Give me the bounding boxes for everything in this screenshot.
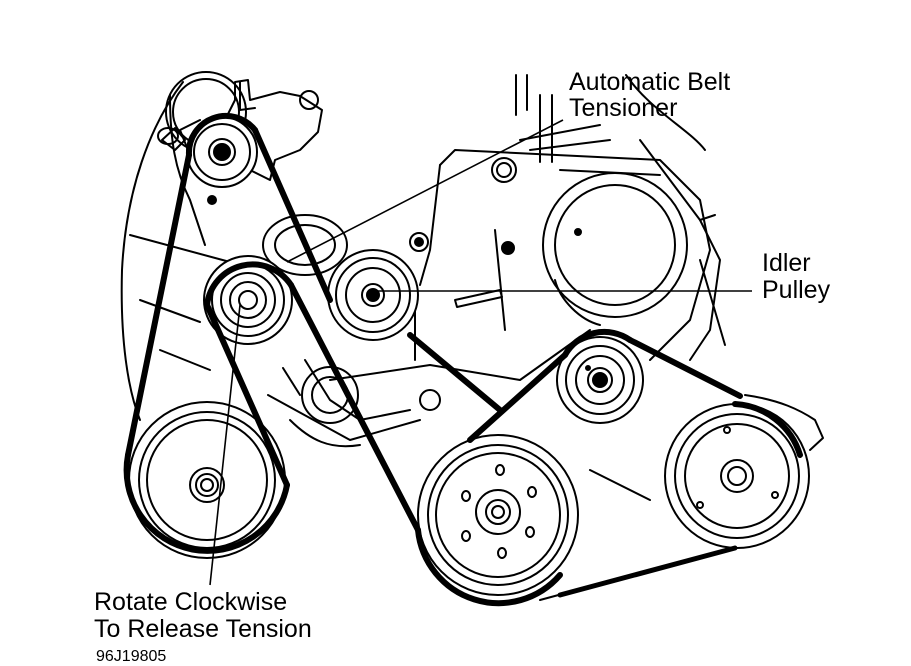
idler-label-line1: Idler [762,249,811,277]
idler-label-line2: Pulley [762,276,831,304]
leader-lines [209,119,752,586]
right-large-pulley [664,403,810,549]
idler-pulley [327,249,419,341]
upper-pulley [186,116,258,188]
serpentine-belt [123,112,803,607]
block-bolts [301,157,517,424]
tensioner-leader [286,119,564,263]
tensioner-pulley [203,255,293,345]
tensioner-label-line1: Automatic Belt [569,68,731,96]
rotate-leader [209,304,241,586]
engine-boss [542,172,688,318]
tensioner-label-line2: Tensioner [569,94,678,122]
rotate-label-line2: To Release Tension [94,615,312,643]
tensioner-base [262,214,348,276]
figure-code: 96J19805 [96,648,167,665]
rotate-label-line1: Rotate Clockwise [94,588,288,616]
right-upper-pulley [556,336,644,424]
crankshaft-pulley [417,434,579,596]
